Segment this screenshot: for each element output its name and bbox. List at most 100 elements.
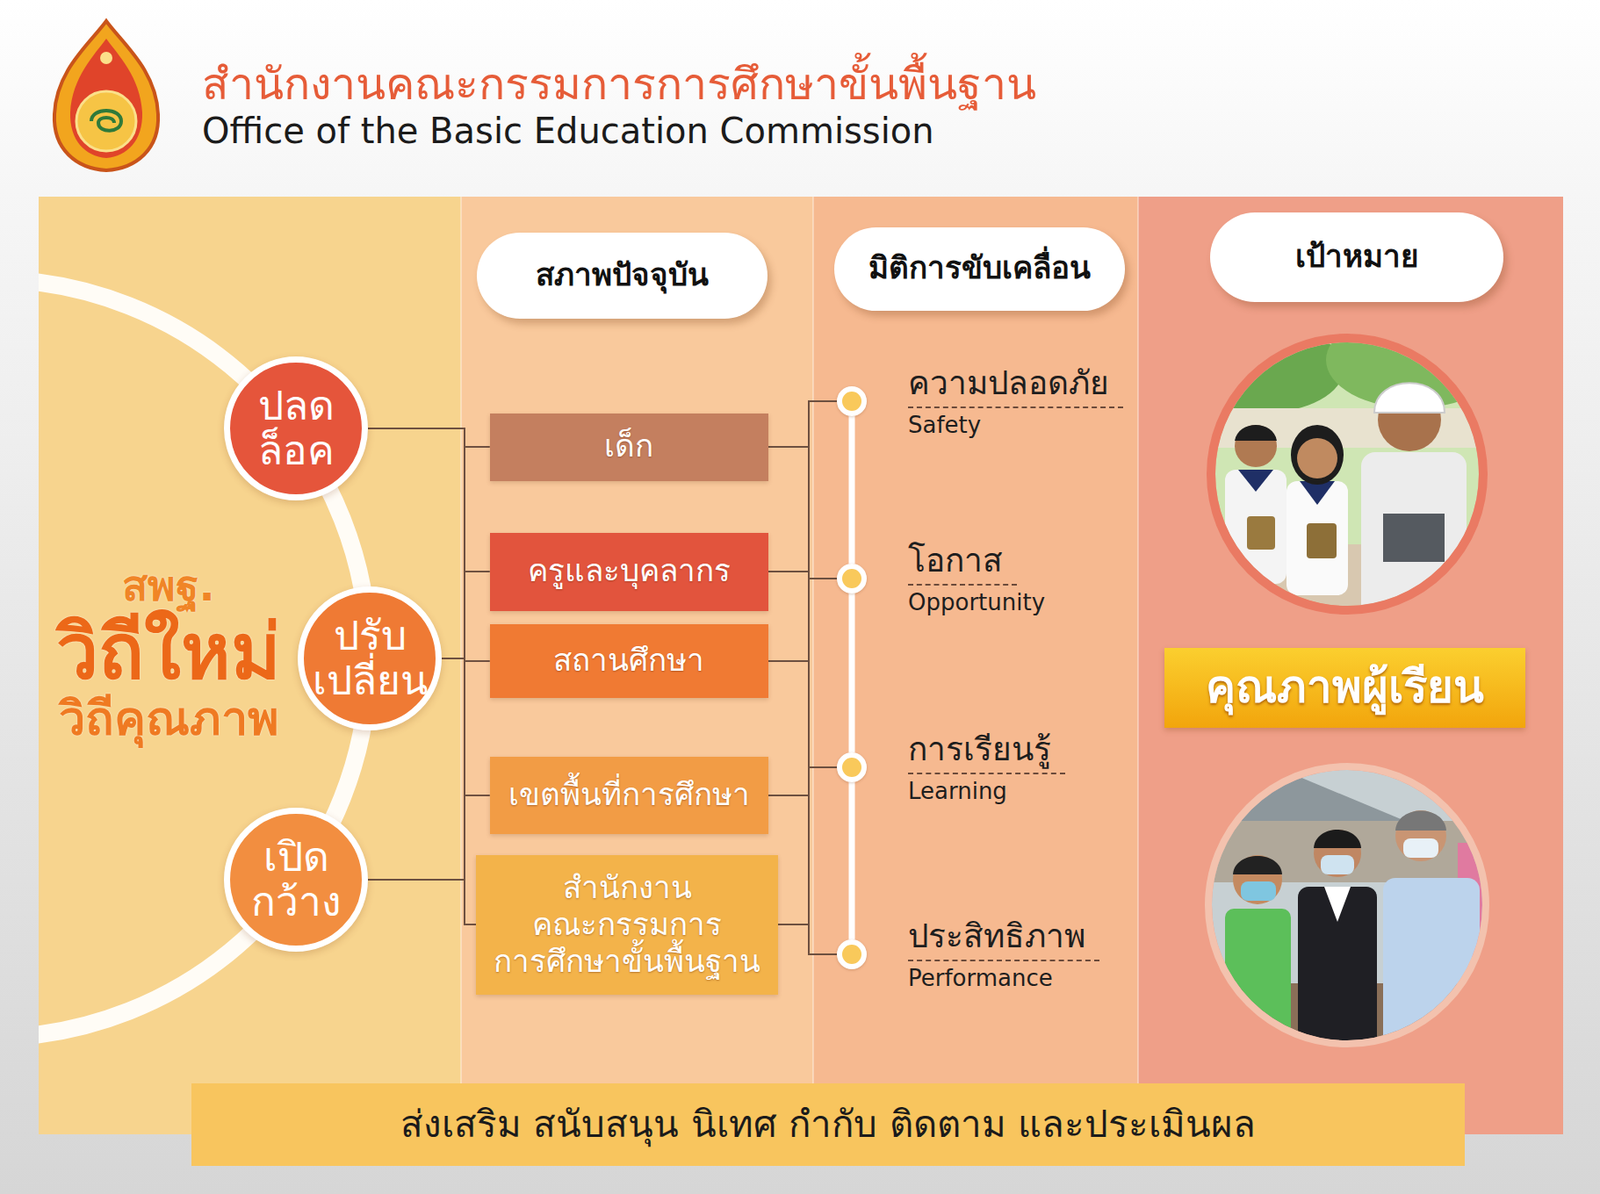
bracket-connector <box>768 795 838 955</box>
obec-emblem <box>54 21 159 171</box>
bracket-connector <box>367 879 476 925</box>
text-stack: เด็ก <box>604 426 654 468</box>
bracket-connector <box>778 924 837 955</box>
child-shirt <box>1286 481 1348 596</box>
man-hair <box>1395 811 1447 832</box>
text-stack: ครูและบุคลากร <box>527 551 731 592</box>
emblem-jewel <box>100 51 113 65</box>
text-line: สำนักงาน <box>493 869 761 907</box>
bracket-connector <box>768 571 838 579</box>
bracket-connector <box>441 446 491 659</box>
jar <box>1246 516 1276 550</box>
text-stack: เป้าหมาย <box>1295 237 1420 278</box>
child-head <box>1297 438 1338 479</box>
boy-hair <box>1232 856 1283 875</box>
man-shirt <box>1383 878 1480 1054</box>
text-line: ปลด <box>258 383 335 429</box>
dimension-label: Learning <box>908 778 1008 806</box>
bracket-connector <box>367 428 491 447</box>
text-stack: ความปลอดภัยSafety <box>908 363 1124 439</box>
box-label: สถานศึกษา <box>553 641 705 682</box>
text-line: การศึกษาขั้นพื้นฐาน <box>493 943 761 981</box>
header-text: สภาพปัจจุบัน <box>535 255 709 296</box>
child-head <box>1234 425 1277 468</box>
column-header-pill: เป้าหมาย <box>1210 212 1504 303</box>
ring-title: วิถีใหม่ <box>56 611 282 691</box>
text-stack: ปลด ล็อค <box>258 383 335 473</box>
text-stack: โอกาส Opportunity <box>908 540 1046 616</box>
page-title: สำนักงานคณะกรรมการการศึกษาขั้นพื้นฐาน <box>201 49 1037 119</box>
bracket-connector <box>768 401 838 447</box>
column-divider <box>1137 196 1139 1135</box>
text-line: ล็อค <box>258 428 335 474</box>
text-stack: คุณภาพผู้เรียน <box>1205 658 1485 717</box>
man-head <box>1395 810 1447 862</box>
stakeholder-box: สำนักงาน คณะกรรมการ การศึกษาขั้นพื้นฐาน <box>475 855 779 995</box>
dimension-label: การเรียนรู้ <box>908 729 1066 774</box>
child-collar <box>1238 469 1274 492</box>
timeline-dot <box>836 386 867 417</box>
bracket-connector <box>768 401 838 572</box>
circle-label: ปลด ล็อค <box>258 383 335 473</box>
box-label: ครูและบุคลากร <box>527 551 731 592</box>
circle-label: เปิด กว้าง <box>251 835 341 924</box>
box-label: เขตพื้นที่การศึกษา <box>508 775 750 816</box>
dimension-label: ประสิทธิภาพ <box>908 916 1100 961</box>
child-badge <box>1383 513 1445 563</box>
bracket-connector <box>778 578 837 925</box>
bracket-connector <box>768 661 838 768</box>
text-line: กว้าง <box>251 879 341 925</box>
box-label: เด็ก <box>604 426 654 468</box>
text-line: คณะกรรมการ <box>493 906 761 944</box>
timeline-dot <box>836 563 867 594</box>
principle-circle: ปลด ล็อค <box>223 356 368 501</box>
stakeholder-box: เขตพื้นที่การศึกษา <box>490 756 769 835</box>
drive-dimension: ความปลอดภัยSafety <box>836 357 1124 446</box>
emblem-swirl <box>91 110 122 131</box>
text-stack: เขตพื้นที่การศึกษา <box>508 775 750 816</box>
drive-dimension: ประสิทธิภาพPerformance <box>836 910 1100 999</box>
dimension-label: ความปลอดภัย <box>908 363 1124 408</box>
bracket-connector <box>441 658 476 925</box>
dimension-label: Opportunity <box>908 589 1046 617</box>
man-hair <box>1313 829 1362 849</box>
child-helmet <box>1374 382 1445 413</box>
bracket-connector <box>367 428 491 572</box>
man-head <box>1313 829 1362 878</box>
jar <box>1306 523 1337 559</box>
emblem-inner <box>70 38 143 159</box>
ring-title: สพฐ. <box>122 561 215 613</box>
text-stack: การเรียนรู้ Learning <box>908 729 1066 805</box>
timeline-line <box>849 416 856 564</box>
text-stack: ประสิทธิภาพPerformance <box>908 916 1100 992</box>
bracket-connector <box>768 767 838 796</box>
bracket-connector <box>768 401 838 662</box>
stakeholder-box: ครูและบุคลากร <box>490 533 769 612</box>
principle-circle: เปิด กว้าง <box>223 807 368 952</box>
column-divider <box>460 196 462 1135</box>
column-divider <box>812 196 815 1135</box>
column-ground <box>38 196 462 1135</box>
timeline-dot <box>836 939 867 970</box>
text-stack: ปรับ เปลี่ยน <box>312 613 428 703</box>
page-subtitle: Office of the Basic Education Commission <box>201 110 935 152</box>
dimension-label: โอกาส <box>908 540 1017 585</box>
text-stack: มิติการขับเคลื่อน <box>868 248 1091 289</box>
text-stack: สำนักงาน คณะกรรมการ การศึกษาขั้นพื้นฐาน <box>493 869 761 981</box>
boy-head <box>1232 855 1283 905</box>
emblem-disc <box>76 91 137 152</box>
bracket-connector <box>778 767 837 925</box>
bracket-connector <box>441 658 491 796</box>
header-text: มิติการขับเคลื่อน <box>868 248 1091 289</box>
timeline-line <box>849 782 856 940</box>
photo-frame <box>1210 338 1484 611</box>
header-text: เป้าหมาย <box>1295 237 1420 278</box>
circle-label: ปรับ เปลี่ยน <box>312 613 428 703</box>
column-header-pill: มิติการขับเคลื่อน <box>834 227 1125 311</box>
face-mask <box>1320 855 1355 875</box>
visit-photo <box>1206 764 1493 1059</box>
man-shirt <box>1324 886 1351 923</box>
